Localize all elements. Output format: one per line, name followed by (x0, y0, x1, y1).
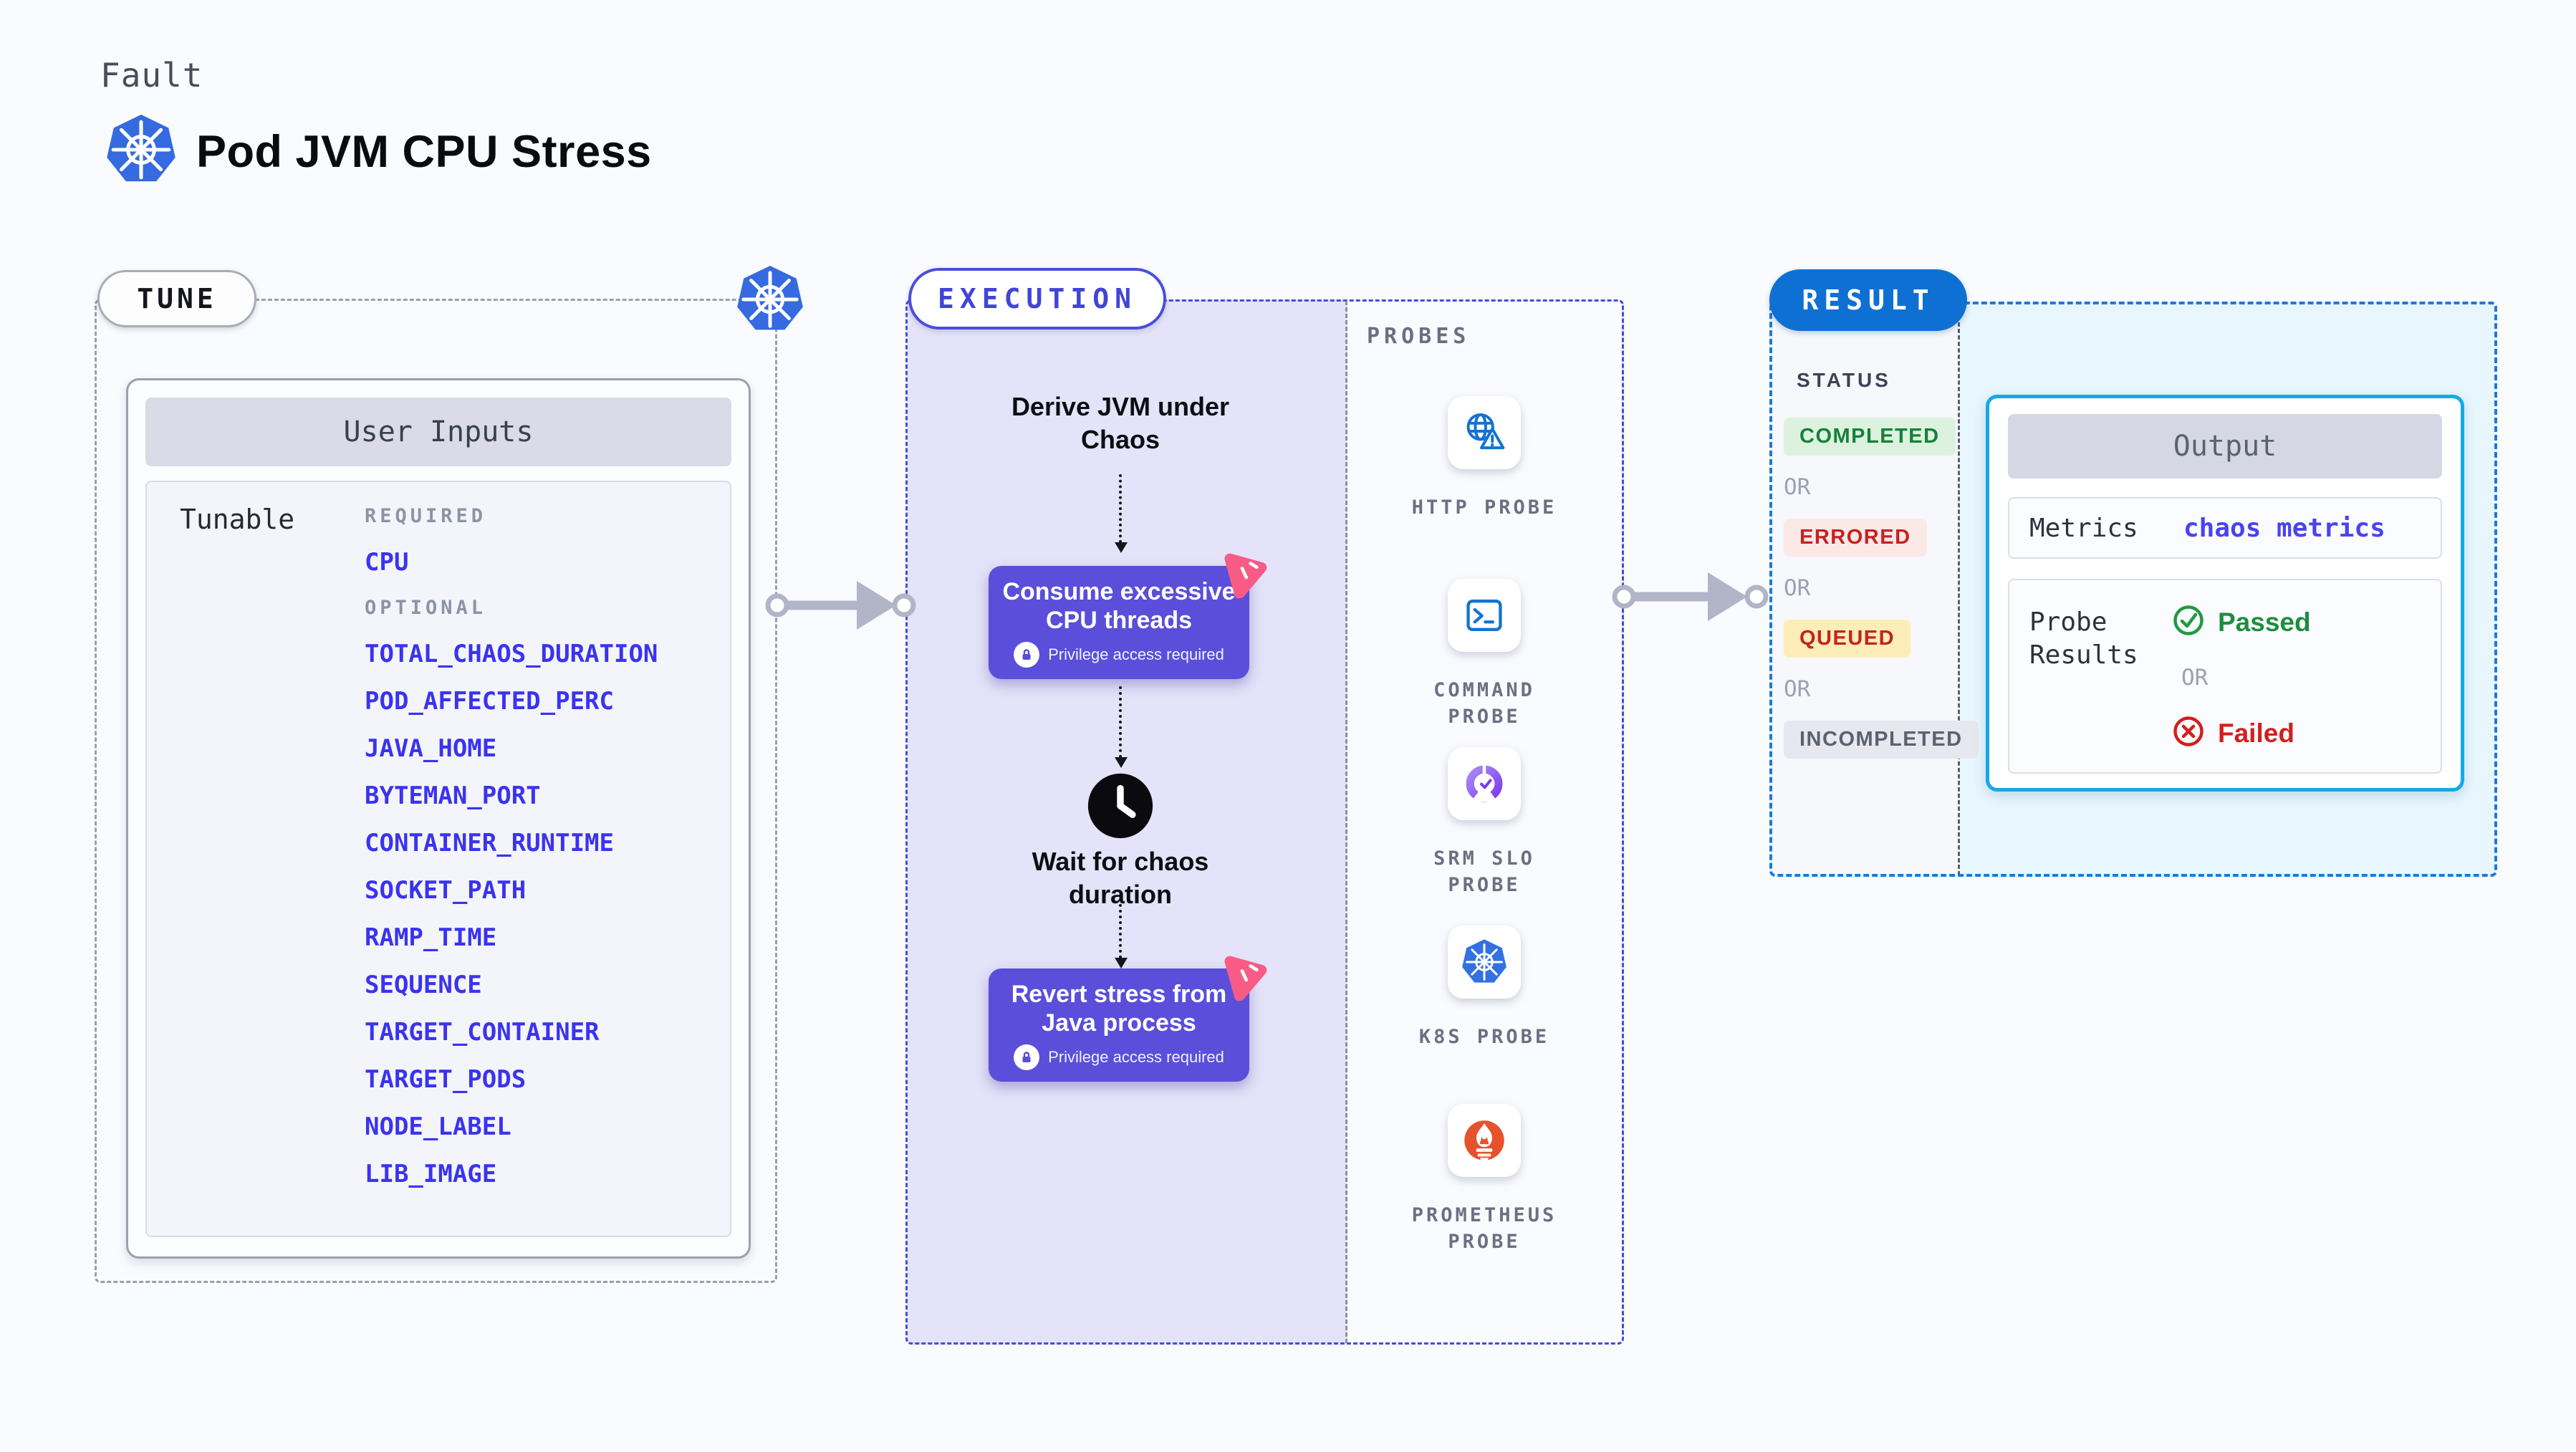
tunable-item[interactable]: SEQUENCE (365, 971, 482, 999)
prometheus-icon (1448, 1104, 1521, 1177)
page-title: Pod JVM CPU Stress (196, 126, 652, 177)
dotted-arrow-down (1115, 474, 1128, 553)
probe-name: COMMAND PROBE (1433, 679, 1535, 728)
consume-cpu-box: Consume excessive CPU threads Privilege … (989, 553, 1267, 679)
tunable-item[interactable]: RAMP_TIME (365, 923, 497, 952)
tunable-row-label: Tunable (180, 504, 295, 535)
or-separator: OR (2181, 665, 2209, 691)
clock-icon (1087, 772, 1154, 840)
user-inputs-title: User Inputs (145, 398, 731, 466)
step-wait-duration: Wait for chaos duration (1032, 847, 1209, 909)
probe-name: K8S PROBE (1418, 1026, 1550, 1048)
dotted-arrow-down (1115, 686, 1128, 768)
title-row: Pod JVM CPU Stress (105, 113, 652, 190)
probe-passed: Passed (2172, 604, 2311, 640)
status-badge-completed: COMPLETED (1784, 418, 1956, 456)
or-separator: OR (1784, 474, 1811, 500)
tunable-item[interactable]: POD_AFFECTED_PERC (365, 687, 614, 716)
check-circle-icon (2172, 604, 2205, 640)
privilege-row: Privilege access required (1014, 1044, 1224, 1070)
or-separator: OR (1784, 676, 1811, 702)
probe-failed: Failed (2172, 715, 2294, 751)
or-separator: OR (1784, 575, 1811, 601)
status-badge-incompleted: INCOMPLETED (1784, 721, 1979, 759)
output-box: Output Metrics chaos metrics Probe Resul… (1986, 395, 2464, 792)
revert-stress-label: Revert stress from Java process (1011, 981, 1227, 1037)
consume-cpu-label: Consume excessive CPU threads (1002, 578, 1236, 634)
arrow-execution-to-result (1612, 572, 1769, 621)
tune-zone (95, 299, 777, 1283)
privilege-note: Privilege access required (1048, 645, 1224, 663)
lock-icon (1014, 1044, 1040, 1070)
tunable-item[interactable]: TOTAL_CHAOS_DURATION (365, 640, 658, 668)
probe-command: COMMAND PROBE (1366, 579, 1602, 730)
result-badge: RESULT (1769, 269, 1967, 331)
tunable-item[interactable]: TARGET_CONTAINER (365, 1018, 600, 1047)
arrow-tune-to-execution (765, 581, 916, 630)
tunable-item[interactable]: JAVA_HOME (365, 734, 497, 763)
terminal-icon (1448, 579, 1521, 652)
status-label: STATUS (1797, 369, 1891, 391)
probe-http: HTTP PROBE (1366, 396, 1602, 521)
tune-badge: TUNE (97, 270, 256, 327)
user-inputs-body: Tunable REQUIRED CPU OPTIONAL TOTAL_CHAOS_D… (145, 481, 731, 1237)
status-badge-queued: QUEUED (1784, 620, 1911, 658)
tunable-group-label: REQUIRED (365, 505, 487, 527)
chaos-chip-icon (1218, 950, 1272, 1004)
probe-prometheus: PROMETHEUS PROBE (1366, 1104, 1602, 1255)
tunable-item[interactable]: NODE_LABEL (365, 1112, 511, 1141)
probe-name: SRM SLO PROBE (1433, 847, 1535, 896)
tunable-item[interactable]: CONTAINER_RUNTIME (365, 829, 614, 857)
tunable-group-label: OPTIONAL (365, 597, 487, 619)
tunable-item[interactable]: CPU (365, 548, 409, 577)
slo-gauge-icon (1448, 747, 1521, 820)
globe-alert-icon (1448, 396, 1521, 469)
dotted-arrow-down (1115, 904, 1128, 968)
tunable-item[interactable]: BYTEMAN_PORT (365, 782, 541, 810)
metrics-value: chaos metrics (2183, 513, 2385, 543)
status-badge-errored: ERRORED (1784, 519, 1927, 557)
privilege-note: Privilege access required (1048, 1048, 1224, 1066)
result-divider (1958, 303, 1960, 875)
probe-name: PROMETHEUS PROBE (1411, 1204, 1557, 1253)
kubernetes-icon (735, 264, 805, 338)
probes-divider (1345, 301, 1347, 1343)
probe-results-label: Probe Results (2029, 607, 2138, 670)
kubernetes-icon (1448, 925, 1521, 999)
lock-icon (1014, 642, 1040, 668)
chaos-chip-icon (1218, 547, 1272, 601)
step-derive-jvm: Derive JVM under Chaos (1011, 392, 1230, 454)
tunable-item[interactable]: TARGET_PODS (365, 1065, 527, 1094)
tunable-list: REQUIRED CPU OPTIONAL TOTAL_CHAOS_DURATION P… (365, 505, 658, 1187)
probe-results-row: Probe Results Passed OR (2008, 579, 2442, 774)
metrics-label: Metrics (2029, 513, 2138, 543)
probe-k8s: K8S PROBE (1366, 925, 1602, 1050)
passed-text: Passed (2218, 607, 2311, 637)
metrics-row: Metrics chaos metrics (2008, 497, 2442, 559)
revert-stress-box: Revert stress from Java process Privileg… (989, 956, 1267, 1082)
failed-text: Failed (2218, 718, 2294, 748)
probe-name: HTTP PROBE (1411, 496, 1557, 519)
probes-label: PROBES (1367, 324, 1471, 349)
privilege-row: Privilege access required (1014, 642, 1224, 668)
status-list: COMPLETED OR ERRORED OR QUEUED OR INCOMPLETED (1784, 418, 1979, 759)
fault-eyebrow: Fault (100, 56, 203, 95)
tunable-item[interactable]: SOCKET_PATH (365, 876, 527, 905)
kubernetes-icon (105, 113, 178, 190)
tunable-item[interactable]: LIB_IMAGE (365, 1160, 497, 1188)
probe-srm-slo: SRM SLO PROBE (1366, 747, 1602, 898)
execution-badge: EXECUTION (908, 268, 1166, 330)
x-circle-icon (2172, 715, 2205, 751)
output-title: Output (2008, 414, 2442, 479)
